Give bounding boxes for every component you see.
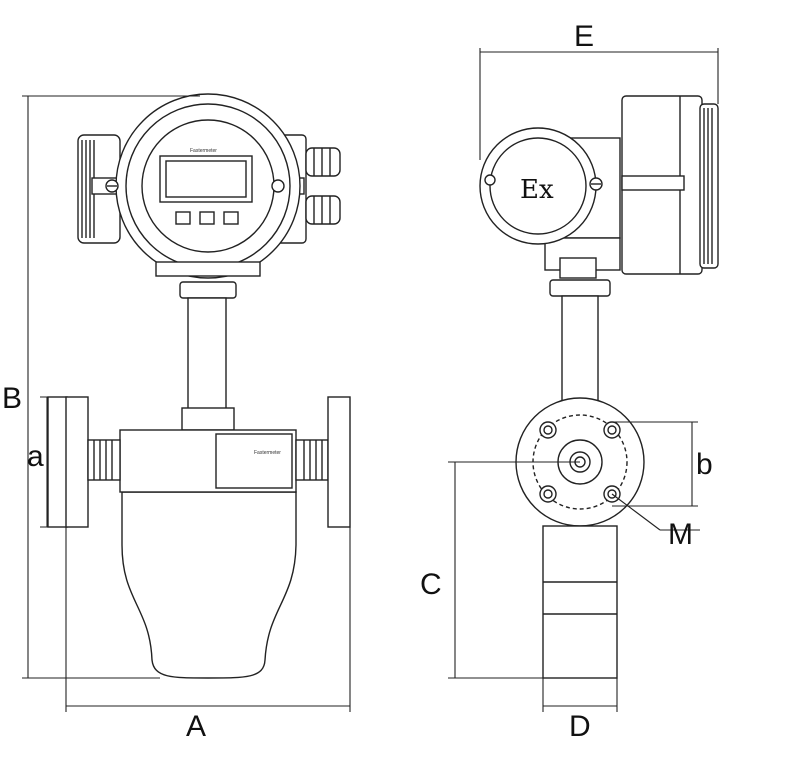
sensor-body: Fastermeter	[119, 429, 297, 679]
transmitter-head: Fastermeter	[77, 93, 341, 279]
dimension-label-B: B	[2, 382, 22, 415]
svg-text:Fastermeter: Fastermeter	[254, 450, 281, 456]
dimension-label-b: b	[696, 448, 713, 481]
side-stem	[549, 279, 611, 409]
dimension-label-A: A	[186, 710, 206, 743]
dimension-label-a: a	[27, 440, 44, 473]
dimension-A: A	[65, 527, 351, 743]
dimension-D: D	[542, 678, 618, 743]
dimension-E: E	[479, 20, 719, 160]
stem	[179, 281, 237, 431]
dimension-C: C	[420, 461, 580, 679]
dimension-a: a	[27, 396, 66, 528]
dimension-label-M: M	[668, 518, 693, 551]
dimension-M: M	[611, 493, 700, 551]
dimension-b: b	[612, 421, 713, 507]
ex-cover: Ex	[479, 127, 603, 245]
ex-marking: Ex	[520, 175, 554, 205]
dimension-label-D: D	[569, 710, 591, 743]
dimension-B: B	[2, 95, 200, 679]
side-view: Ex	[420, 20, 719, 743]
svg-text:Fastermeter: Fastermeter	[190, 148, 217, 154]
side-sensor-body	[542, 525, 618, 679]
right-flange	[295, 396, 351, 528]
front-view: Fastermeter Fastermeter	[2, 93, 351, 743]
dimension-label-E: E	[574, 20, 594, 53]
dimension-label-C: C	[420, 568, 442, 601]
left-flange	[47, 396, 121, 528]
